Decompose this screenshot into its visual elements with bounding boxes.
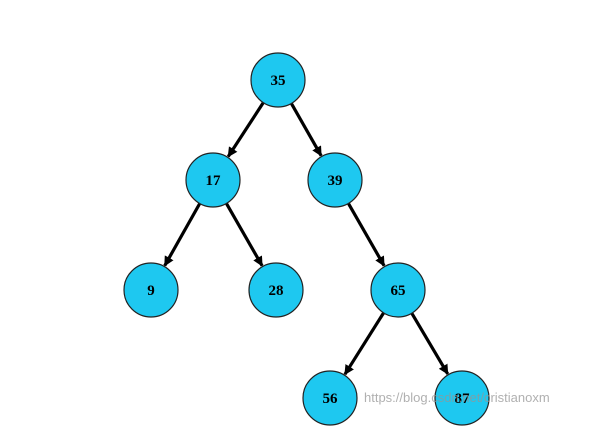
tree-node-65: 65 <box>370 262 426 318</box>
tree-node-label: 17 <box>206 173 222 189</box>
tree-edge-n65-n56 <box>343 311 385 376</box>
tree-node-28: 28 <box>248 262 304 318</box>
tree-node-label: 9 <box>147 283 155 299</box>
tree-node-label: 28 <box>269 283 284 299</box>
tree-edge-n39-n65 <box>347 202 386 267</box>
tree-nodes: 35 17 39 9 28 65 56 87 <box>123 52 490 426</box>
tree-node-17: 17 <box>185 152 241 208</box>
tree-node-35: 35 <box>250 52 306 108</box>
tree-node-39: 39 <box>307 152 363 208</box>
tree-node-circle <box>185 152 241 208</box>
tree-edge-n17-n9 <box>163 202 202 267</box>
tree-node-circle <box>307 152 363 208</box>
tree-edge-n35-n39 <box>289 102 323 157</box>
watermark-text: https://blog.csdn.net/cristianoxm <box>364 390 550 405</box>
tree-node-label: 56 <box>323 391 339 407</box>
tree-node-circle <box>248 262 304 318</box>
tree-node-label: 39 <box>328 173 343 189</box>
tree-edge-n17-n28 <box>225 202 264 267</box>
tree-edge-n35-n17 <box>226 101 265 158</box>
tree-edges <box>163 101 450 376</box>
tree-node-9: 9 <box>123 262 179 318</box>
tree-node-circle <box>370 262 426 318</box>
tree-node-circle <box>302 370 358 426</box>
tree-node-label: 65 <box>391 283 406 299</box>
tree-node-label: 35 <box>271 73 286 89</box>
tree-node-label: 87 <box>455 391 471 407</box>
tree-node-circle <box>434 370 490 426</box>
tree-edge-n65-n87 <box>410 312 450 375</box>
tree-node-87: 87 <box>434 370 490 426</box>
tree-node-circle <box>250 52 306 108</box>
tree-node-56: 56 <box>302 370 358 426</box>
tree-node-circle <box>123 262 179 318</box>
